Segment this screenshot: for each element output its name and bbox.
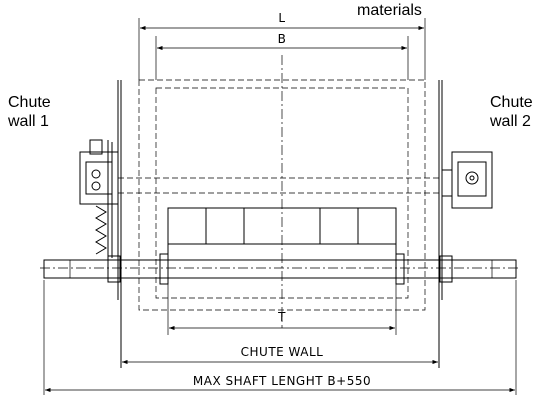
- dimension-max-shaft-length-label: MAX SHAFT LENGHT B+550: [193, 374, 371, 388]
- dimension-T-label: T: [277, 310, 286, 324]
- blade-segments: [167, 207, 397, 261]
- left-tensioner: [79, 139, 119, 260]
- dimension-T: T: [167, 284, 397, 335]
- dimension-chute-wall-label: CHUTE WALL: [241, 345, 324, 359]
- dimension-B: B: [155, 32, 409, 80]
- shaft: [43, 253, 517, 285]
- chute-wall-2-label-line1: Chute: [490, 94, 533, 111]
- frame-outline: [118, 79, 442, 311]
- chute-wall-1-label-line1: Chute: [8, 94, 51, 111]
- dimension-L: L: [138, 11, 426, 80]
- chute-wall-1-label-line2: wall 1: [7, 113, 49, 130]
- dimension-chute-wall: CHUTE WALL: [122, 345, 438, 365]
- dimension-L-label: L: [278, 11, 285, 25]
- dimension-B-label: B: [278, 32, 287, 46]
- materials-label: materials: [357, 2, 422, 19]
- dimension-max-shaft-length: MAX SHAFT LENGHT B+550: [43, 280, 517, 395]
- right-tensioner: [442, 151, 493, 209]
- chute-wall-2-label-line2: wall 2: [489, 113, 531, 130]
